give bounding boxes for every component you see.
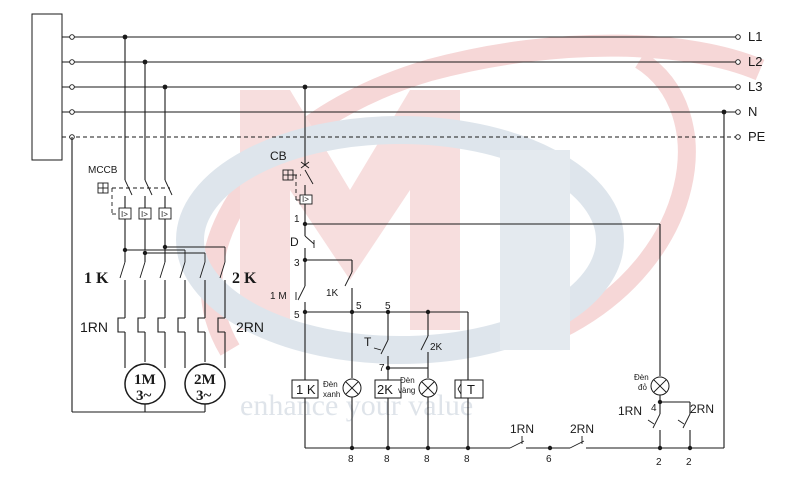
line-label-l2: L2 — [748, 54, 762, 69]
control-circuit — [282, 84, 727, 451]
node-2-a: 2 — [656, 457, 662, 468]
mccb-trip-2: I> — [141, 210, 148, 219]
node-8-d: 8 — [464, 454, 470, 465]
coil-1k-label: 1 K — [296, 382, 316, 397]
power-circuit — [71, 34, 226, 413]
lamp-green-label-2: xanh — [323, 390, 340, 399]
node-5-aux: 5 — [356, 301, 362, 312]
cb-trip: I> — [302, 195, 309, 204]
rn-fault-2-label: 2RN — [690, 402, 714, 416]
lamp-yellow-label-2: vàng — [398, 386, 415, 395]
line-label-l3: L3 — [748, 79, 762, 94]
overload-2rn-label: 2RN — [236, 319, 264, 335]
mccb-label: MCCB — [88, 165, 118, 176]
mccb-trip-3: I> — [161, 210, 168, 219]
rn-contact-1-label: 1RN — [510, 422, 534, 436]
node-2-b: 2 — [686, 457, 692, 468]
timer-coil-label: T — [467, 382, 475, 397]
node-8-b: 8 — [384, 454, 390, 465]
aux-2k-label: 2K — [430, 342, 443, 353]
motor-1-name: 1M — [134, 372, 156, 388]
line-label-n: N — [748, 104, 757, 119]
lamp-yellow-label-1: Đèn — [400, 376, 415, 385]
power-source-box — [31, 13, 63, 161]
node-8-c: 8 — [424, 454, 430, 465]
node-1: 1 — [294, 214, 300, 225]
line-label-l1: L1 — [748, 29, 762, 44]
rn-contact-2-label: 2RN — [570, 422, 594, 436]
aux-1k-label: 1K — [326, 288, 339, 299]
cb-label: CB — [270, 149, 287, 163]
timer-coil-box — [454, 379, 484, 399]
node-3: 3 — [294, 258, 300, 269]
node-5-rail: 5 — [385, 301, 391, 312]
motor-2-name: 2M — [194, 372, 216, 388]
line-label-pe: PE — [748, 129, 766, 144]
lamp-red-label-1: Đèn — [634, 373, 649, 382]
node-4: 4 — [651, 403, 657, 414]
supply-lines — [62, 34, 741, 140]
motor-2-phase: 3~ — [196, 388, 212, 404]
overload-1rn-label: 1RN — [80, 319, 108, 335]
node-8-a: 8 — [348, 454, 354, 465]
watermark-logo: enhance your value — [176, 34, 765, 422]
lamp-red-label-2: đỏ — [638, 383, 647, 392]
start-button-label: 1 M — [270, 291, 287, 302]
timer-contact-label: T — [364, 335, 372, 349]
mccb-trip-1: I> — [121, 210, 128, 219]
rn-fault-1-label: 1RN — [618, 404, 642, 418]
coil-2k-label: 2K — [377, 382, 393, 397]
node-7: 7 — [379, 363, 385, 374]
motor-1-phase: 3~ — [136, 388, 152, 404]
stop-button-label: D — [290, 235, 299, 249]
contactor-2k-label: 2 K — [232, 270, 257, 287]
contactor-1k-label: 1 K — [84, 270, 109, 287]
node-5-start: 5 — [294, 310, 300, 321]
node-6: 6 — [546, 454, 552, 465]
lamp-green-label-1: Đèn — [323, 380, 338, 389]
